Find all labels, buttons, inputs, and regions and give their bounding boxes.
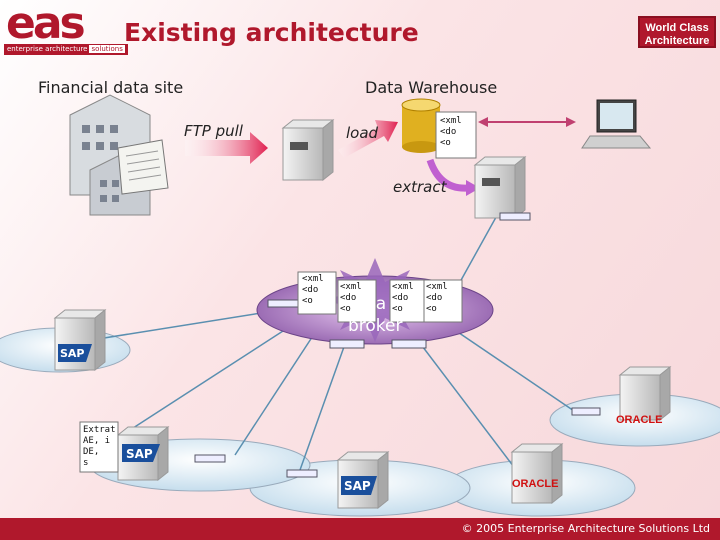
ftp-pull-label: FTP pull [184,122,243,140]
ftp-pull-arrow [185,132,268,164]
xml-line-1: <xml [302,274,324,284]
message-broker-label-1: ssa [358,294,387,314]
xml-line-1: <xml [426,282,448,292]
broker-xml-text-1: <xml<do<o [302,274,324,307]
page-title: Existing architecture [124,18,419,47]
server-icon-sap-3 [336,450,390,510]
logo-text: eas [6,0,86,49]
extract-line-3: DE, [83,447,100,457]
message-broker-label-2: broker [348,316,403,336]
xml-line-2: <do [392,293,409,303]
database-icon [401,98,441,153]
server-icon [281,118,335,182]
financial-site-label: Financial data site [38,78,184,97]
copyright-text: © 2005 Enterprise Architecture Solutions… [461,522,710,535]
xml-line-3: <o [392,304,403,314]
broker-xml-text-4: <xml<do<o [426,282,448,315]
xml-line-3: <o [440,138,451,148]
load-label: load [346,124,379,142]
extract-line-4: s [83,458,89,468]
oracle-logo-2: ORACLE [512,478,559,490]
extract-line-2: AE, i [83,436,111,446]
network-hubs [194,212,601,478]
broker-xml-text-3: <xml<do<o [392,282,414,315]
data-warehouse-label: Data Warehouse [365,78,498,97]
xml-line-2: <do [302,285,319,295]
sap-logo-left: SAP [60,347,85,360]
load-arrow [338,120,398,158]
xml-line-2: <do [426,293,443,303]
laptop-icon [581,99,652,149]
footer-bar: © 2005 Enterprise Architecture Solutions… [0,518,720,540]
xml-line-3: <o [340,304,351,314]
xml-line-1: <xml [392,282,414,292]
logo-tagline-text: enterprise architecture [7,45,88,53]
badge-line-1: World Class [645,22,709,34]
xml-line-3: <o [302,296,313,306]
laptop-link-arrow [478,117,576,127]
building-icon [69,94,169,216]
xml-documents-stack [297,271,463,323]
broker-xml-text-2: <xml<do<o [340,282,362,315]
server-icon-oracle [618,365,672,422]
xml-line-3: <o [426,304,437,314]
logo-tagline-solutions: solutions [89,45,125,53]
oracle-logo-1: ORACLE [616,414,663,426]
xml-line-1: <xml [440,116,462,126]
sap-logo-2: SAP [126,447,153,461]
server-icon-warehouse [473,155,527,220]
extract-label: extract [393,178,447,196]
xml-line-1: <xml [340,282,362,292]
server-icon-sap-left [53,308,107,372]
extract-line-1: Extrat [83,425,116,435]
xml-line-2: <do [340,293,357,303]
badge-line-2: Architecture [644,35,710,47]
warehouse-xml-text: <xml<do<o [440,116,462,149]
sap-logo-3: SAP [344,479,371,493]
server-icon-oracle-2 [510,442,564,505]
extract-document-icon [79,421,119,473]
extract-arrow [426,158,469,192]
xml-line-2: <do [440,127,457,137]
network-links [59,209,581,476]
xml-document-icon [435,111,477,159]
server-icon-sap-2 [116,425,170,482]
world-class-badge: World Class Architecture [638,16,716,48]
